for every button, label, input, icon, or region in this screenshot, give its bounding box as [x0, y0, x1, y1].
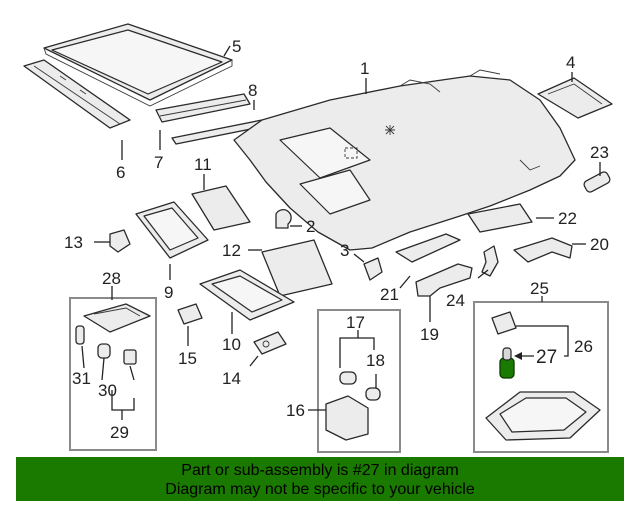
part-27-bulb-body — [499, 357, 515, 379]
callout-2: 2 — [306, 217, 315, 236]
callout-12: 12 — [222, 241, 241, 260]
group-box-25 — [473, 301, 609, 453]
callout-26: 26 — [574, 337, 593, 356]
callout-16: 16 — [286, 401, 305, 420]
part-10-visor — [199, 269, 295, 321]
part-12-mirror — [261, 239, 333, 297]
callout-6: 6 — [116, 163, 125, 182]
part-30-bulb — [97, 343, 137, 365]
callout-4: 4 — [566, 53, 575, 72]
part-2-clip — [275, 209, 292, 229]
callout-31: 31 — [72, 369, 91, 388]
callout-7: 7 — [154, 153, 163, 172]
callout-1: 1 — [360, 59, 369, 78]
group-box-28 — [69, 297, 157, 451]
callout-17: 17 — [346, 313, 365, 332]
part-21-handle — [395, 233, 461, 263]
callout-10: 10 — [222, 335, 241, 354]
callout-22: 22 — [558, 209, 577, 228]
part-19-bracket — [415, 263, 473, 297]
part-18-bulb — [365, 387, 381, 401]
part-14-switch — [253, 331, 287, 355]
part-13-hook — [109, 229, 131, 253]
part-28-console — [83, 303, 151, 333]
part-20-handle — [513, 237, 573, 263]
part-24-clip — [481, 245, 499, 277]
part-22-bracket — [467, 203, 533, 233]
callout-8: 8 — [248, 81, 257, 100]
callout-27: 27 — [536, 347, 557, 368]
callout-25: 25 — [530, 279, 549, 298]
part-6-rail — [23, 59, 131, 129]
callout-23: 23 — [590, 143, 609, 162]
callout-9: 9 — [164, 283, 173, 302]
callout-labels: 1 2 3 4 5 6 7 8 9 10 11 12 13 14 15 16 1… — [64, 37, 609, 442]
part-23-cover — [583, 171, 611, 193]
callout-3: 3 — [340, 241, 349, 260]
callout-29: 29 — [110, 423, 129, 442]
banner-line-1: Part or sub-assembly is #27 in diagram — [181, 462, 459, 479]
banner-line-2: Diagram may not be specific to your vehi… — [165, 481, 475, 498]
part-5-roof-panel — [43, 23, 233, 107]
callout-30: 30 — [98, 381, 117, 400]
callout-11: 11 — [194, 155, 212, 174]
callout-14: 14 — [222, 369, 241, 388]
callout-18: 18 — [366, 351, 385, 370]
part-27-bulb-highlighted — [499, 347, 515, 379]
part-9-sun-visor — [135, 201, 209, 259]
part-4-handle — [537, 77, 613, 119]
callout-21: 21 — [380, 285, 399, 304]
part-11-visor — [191, 185, 251, 231]
callout-28: 28 — [102, 269, 121, 288]
callout-13: 13 — [64, 233, 83, 252]
part-3-clip — [363, 257, 383, 281]
part-31-bulb — [75, 325, 85, 345]
part-25-lamp-assembly — [485, 391, 601, 441]
callout-20: 20 — [590, 235, 609, 254]
part-17-bulb — [339, 371, 357, 385]
callout-5: 5 — [232, 37, 241, 56]
part-16-socket — [325, 395, 369, 441]
callout-15: 15 — [178, 349, 197, 368]
part-1-headliner — [233, 69, 576, 251]
callout-19: 19 — [420, 325, 439, 344]
group-box-16 — [317, 309, 401, 453]
part-7-strip — [155, 93, 251, 123]
part-26-connector — [491, 311, 517, 335]
part-15-lamp — [177, 303, 203, 325]
leader-lines — [81, 45, 601, 420]
info-banner: Part or sub-assembly is #27 in diagram D… — [16, 457, 624, 501]
callout-24: 24 — [446, 291, 465, 310]
